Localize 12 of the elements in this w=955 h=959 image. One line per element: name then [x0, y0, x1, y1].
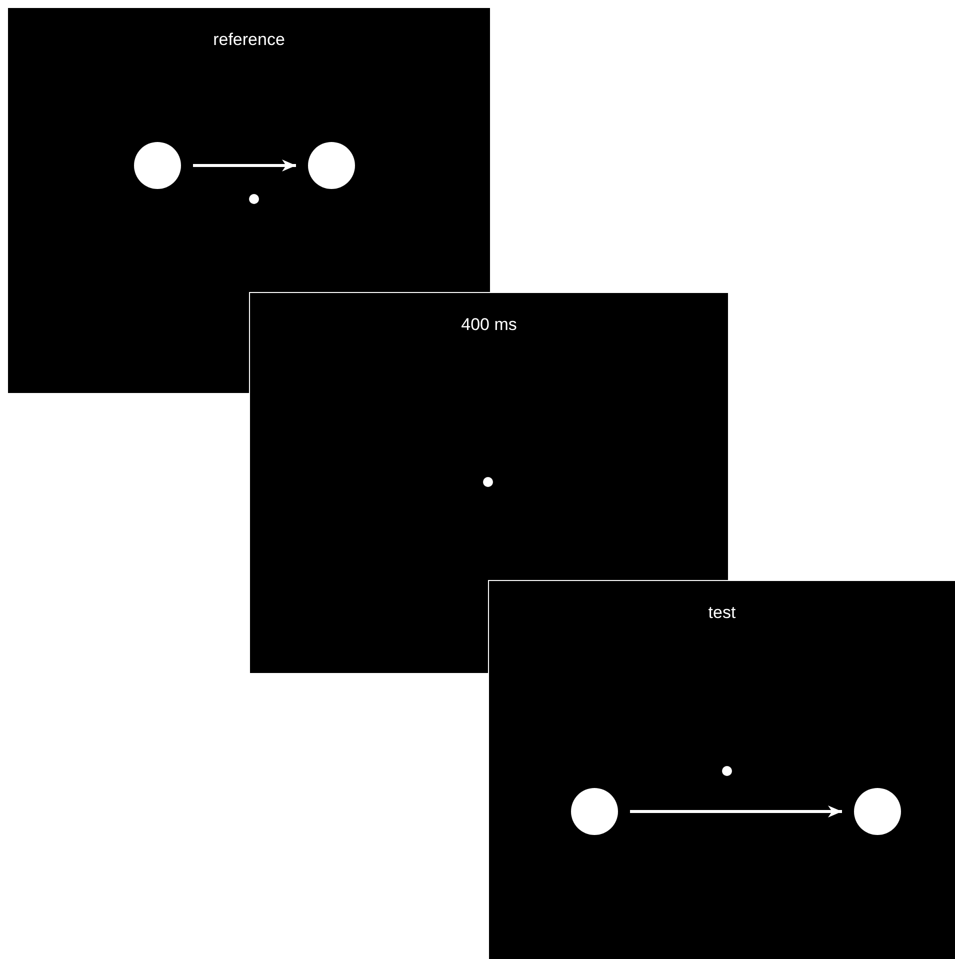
screen-panel [8, 8, 490, 292]
disc-stimulus [571, 788, 618, 835]
disc-stimulus [134, 142, 181, 189]
motion-arrow [630, 806, 842, 818]
motion-arrow [193, 160, 296, 172]
panel-title: 400 ms [461, 315, 517, 335]
panel-title: test [708, 603, 736, 623]
panel-title: reference [213, 30, 285, 50]
disc-stimulus [308, 142, 355, 189]
screen-panel [488, 580, 955, 959]
disc-stimulus [854, 788, 901, 835]
screen-panel [249, 292, 729, 580]
